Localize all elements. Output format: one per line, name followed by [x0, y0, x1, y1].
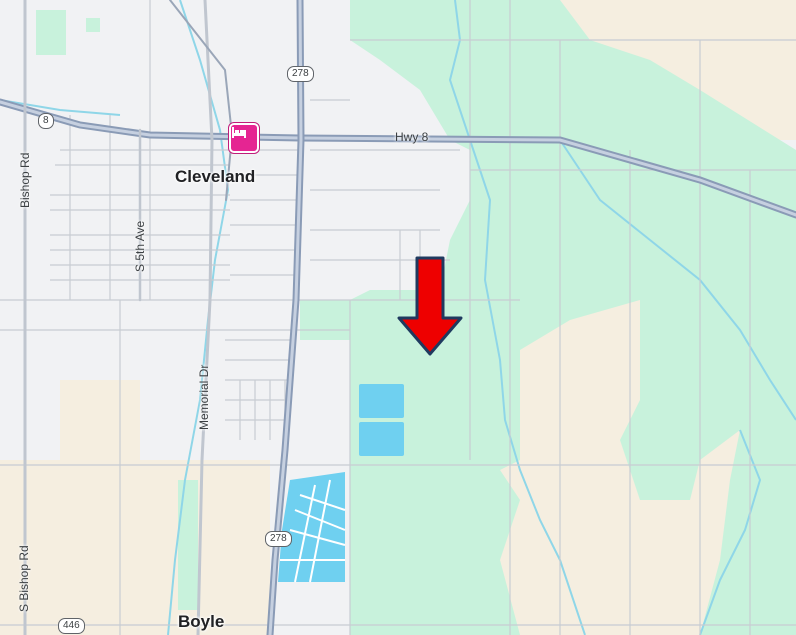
park-areas — [36, 0, 796, 635]
bed-icon — [232, 127, 246, 138]
route-shield-us-278-south: 278 — [265, 531, 292, 547]
farmland-area — [0, 460, 270, 635]
park-area — [178, 480, 198, 610]
farmland-area — [60, 380, 140, 460]
place-label-cleveland[interactable]: Cleveland — [175, 167, 256, 186]
road-label-hwy-8: Hwy 8 — [395, 130, 429, 144]
reservoir — [359, 384, 404, 418]
place-label-boyle[interactable]: Boyle — [178, 612, 225, 631]
catfish-ponds — [278, 472, 345, 582]
road-label-s-bishop-rd: S Bishop Rd — [17, 545, 31, 612]
pond-dividers — [280, 479, 346, 583]
route-shield-hwy-446: 446 — [58, 618, 85, 634]
memorial-dr-road — [196, 0, 214, 635]
railway — [169, 0, 234, 201]
water-bodies — [278, 384, 404, 582]
location-arrow-marker[interactable] — [393, 252, 473, 362]
hotel-poi-marker[interactable] — [229, 123, 259, 153]
park-area — [300, 0, 796, 635]
park-area — [700, 430, 796, 635]
park-area — [36, 10, 66, 55]
road-label-memorial-dr: Memorial Dr — [197, 364, 211, 430]
route-shield-hwy-8: 8 — [38, 113, 54, 129]
reservoir — [359, 422, 404, 456]
park-area — [86, 18, 100, 32]
park-area — [300, 300, 352, 340]
park-area — [620, 290, 796, 500]
route-shield-us-278-north: 278 — [287, 66, 314, 82]
road-label-bishop-rd: Bishop Rd — [18, 152, 32, 208]
road-label-s-5th-ave: S 5th Ave — [133, 220, 147, 272]
